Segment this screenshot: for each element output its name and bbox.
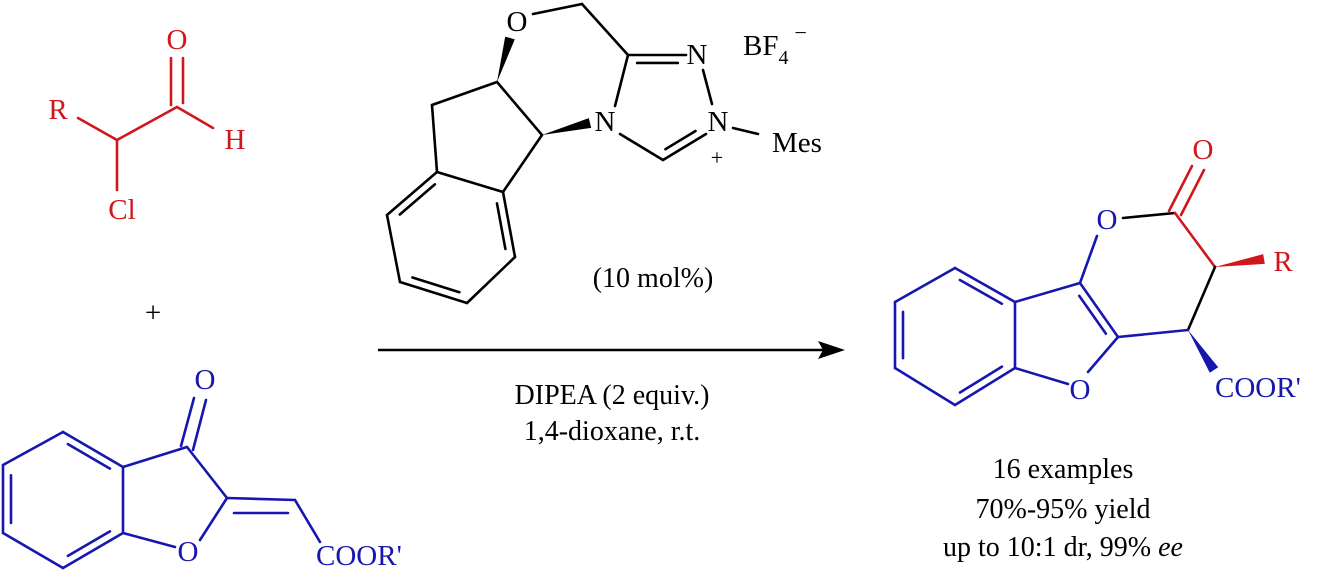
- wedge-bond: [1188, 330, 1219, 373]
- atom-O-carbonyl: O: [1193, 134, 1214, 166]
- bond: [613, 53, 630, 108]
- ester-group: COOR': [316, 540, 402, 572]
- atom-O: O: [167, 24, 188, 56]
- bond: [731, 126, 760, 136]
- bond: [385, 213, 402, 284]
- counterion-subscript: 4: [778, 47, 788, 69]
- bond: [179, 396, 196, 448]
- bond: [495, 202, 507, 251]
- bond: [953, 266, 1017, 304]
- result-selectivity: up to 10:1 dr, 99% ee: [943, 532, 1183, 563]
- bond: [953, 366, 1017, 407]
- bond: [191, 398, 208, 452]
- positive-charge: +: [711, 145, 723, 170]
- atom-R: R: [1273, 246, 1293, 278]
- bond: [701, 68, 714, 106]
- bond: [115, 105, 179, 142]
- bond: [1013, 366, 1070, 386]
- bond: [958, 278, 1004, 306]
- bond: [121, 445, 189, 469]
- bond: [398, 183, 437, 216]
- bond: [1179, 168, 1206, 217]
- bond: [664, 129, 697, 151]
- bond: [198, 496, 229, 542]
- conditions-solvent: 1,4-dioxane, r.t.: [524, 416, 701, 447]
- bond: [618, 132, 665, 162]
- bond: [1013, 281, 1082, 304]
- atom-O-furan: O: [1070, 374, 1091, 406]
- bond: [501, 133, 544, 194]
- atom-O-lactone: O: [1097, 204, 1118, 236]
- bond: [175, 105, 215, 130]
- bond: [1077, 294, 1108, 335]
- bond: [66, 530, 112, 558]
- atom-R: R: [48, 94, 68, 126]
- bond: [1173, 211, 1217, 269]
- bond: [430, 103, 439, 174]
- bond: [580, 2, 630, 57]
- bond: [435, 170, 505, 194]
- conditions-base: DIPEA (2 equiv.): [515, 380, 710, 411]
- bond: [1121, 211, 1177, 220]
- bond: [1086, 335, 1120, 374]
- bond: [893, 266, 957, 304]
- bond: [61, 430, 125, 469]
- bond: [430, 80, 499, 107]
- bond: [495, 80, 544, 137]
- bond: [411, 276, 461, 294]
- bond: [1, 430, 65, 467]
- reactant-aurone: O O COOR': [178, 364, 402, 572]
- bond: [185, 445, 229, 500]
- counterion: BF4−: [743, 20, 807, 69]
- atom-O-keto: O: [195, 364, 216, 396]
- product: O O O R COOR': [1070, 134, 1301, 406]
- atom-N2: N: [687, 39, 708, 71]
- bond: [1186, 265, 1217, 332]
- bond: [293, 498, 322, 544]
- atom-O-ring: O: [178, 536, 199, 568]
- nhc-catalyst: O N N N + Mes BF4− (10 mol%): [507, 6, 822, 294]
- bond: [66, 442, 112, 470]
- bond: [398, 280, 469, 305]
- atom-O: O: [507, 6, 528, 38]
- bond: [76, 116, 119, 142]
- atom-N1: N: [708, 106, 729, 138]
- reactant-chloroaldehyde: O R H Cl: [48, 24, 245, 226]
- reaction-arrow: [378, 341, 845, 359]
- atom-Cl: Cl: [108, 194, 135, 226]
- atom-H: H: [225, 124, 246, 156]
- ester-group: COOR': [1215, 372, 1301, 404]
- bond-layer: [1, 2, 1265, 570]
- result-yield: 70%-95% yield: [976, 494, 1151, 525]
- bond: [501, 190, 517, 259]
- bond: [531, 2, 584, 16]
- bond: [1167, 164, 1194, 213]
- bond: [121, 531, 177, 549]
- bond: [1078, 234, 1099, 285]
- wedge-bond: [497, 36, 515, 82]
- result-dr-prefix: up to 10:1 dr, 99%: [943, 532, 1158, 563]
- bond: [465, 255, 517, 305]
- catalyst-loading: (10 mol%): [593, 263, 714, 294]
- counterion-base: BF: [743, 30, 778, 62]
- bond: [661, 132, 708, 162]
- bond: [893, 366, 957, 407]
- bond: [61, 531, 125, 570]
- wedge-bond: [1215, 254, 1265, 267]
- atom-N4: N: [595, 106, 616, 138]
- bond: [225, 496, 297, 502]
- arrowhead-icon: [818, 341, 845, 359]
- mesityl-group: Mes: [772, 127, 822, 159]
- result-ee: ee: [1158, 532, 1183, 563]
- result-examples: 16 examples: [993, 454, 1134, 485]
- bond: [385, 170, 439, 217]
- bond: [1116, 328, 1190, 339]
- bond: [958, 365, 1004, 394]
- wedge-bond: [542, 118, 592, 135]
- plus-sign: +: [145, 297, 161, 329]
- counterion-charge: −: [794, 20, 806, 45]
- bond: [1078, 281, 1120, 339]
- bond: [1, 531, 65, 570]
